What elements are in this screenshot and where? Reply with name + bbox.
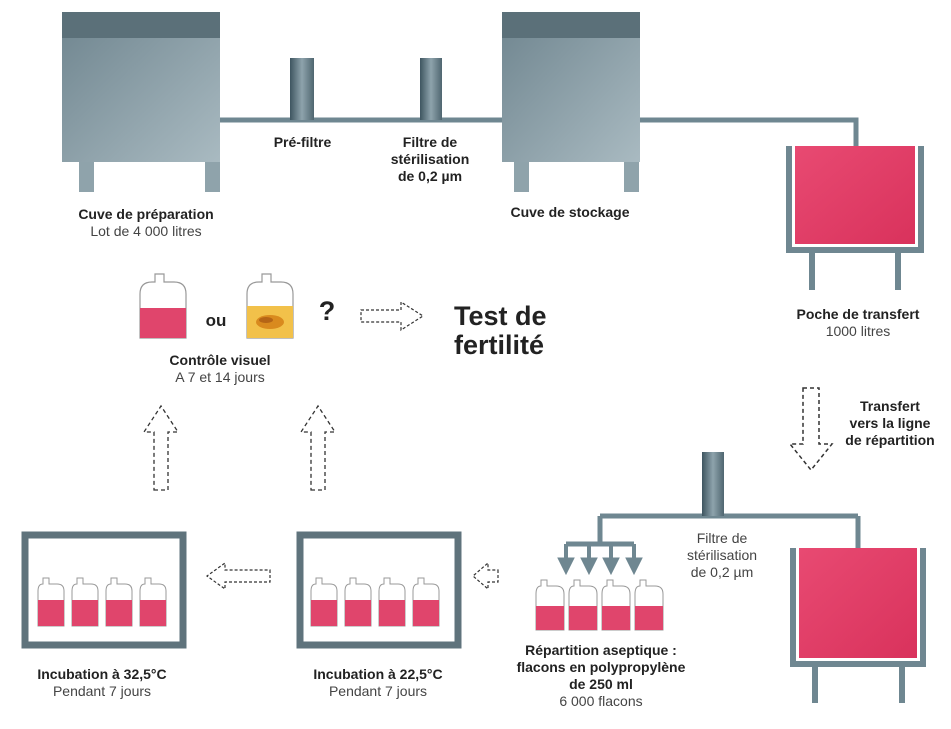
fertility-line-2: fertilité [454, 330, 545, 360]
filter-top-line-2: stérilisation [390, 151, 470, 167]
question-text: ? [318, 296, 336, 326]
sterilisation-filter-bottom-label: Filtre de stérilisation de 0,2 µm [664, 530, 780, 581]
transfer-bag-detail: 1000 litres [825, 323, 891, 339]
fertility-test-title: Test de fertilité [454, 302, 547, 360]
distribution-label: Répartition aseptique : flacons en polyp… [486, 642, 716, 710]
clear-bottle-icon [139, 273, 187, 339]
transfer-bag-name: Poche de transfert [796, 306, 920, 322]
fertility-line-1: Test de [454, 301, 547, 331]
transfer-arrow-icon [788, 387, 834, 472]
distribution-line-1: Répartition aseptique : [525, 642, 677, 658]
storage-tank-name: Cuve de stockage [510, 204, 630, 220]
bottle-icon [412, 577, 440, 627]
bottle-icon [344, 577, 372, 627]
transfer-line-2: vers la ligne [849, 415, 931, 431]
preparation-tank-label: Cuve de préparation Lot de 4 000 litres [46, 206, 246, 240]
bottle-icon [568, 579, 598, 631]
incubation-22-detail: Pendant 7 jours [328, 683, 428, 699]
arrow-left-icon [205, 561, 271, 591]
or-text: ou [205, 311, 227, 330]
transfer-line-3: de répartition [845, 432, 935, 448]
visual-control-name: Contrôle visuel [169, 352, 271, 368]
incubator-32-5 [21, 531, 187, 649]
filter-bottom-line-2: stérilisation [686, 547, 758, 563]
transfer-bag-label: Poche de transfert 1000 litres [768, 306, 948, 340]
distribution-bottles [535, 579, 664, 631]
incubation-32-detail: Pendant 7 jours [52, 683, 152, 699]
incubator-22-5 [296, 531, 462, 649]
arrow-left-icon [472, 561, 499, 591]
top-pipeline [220, 117, 859, 152]
or-label: ou [196, 312, 236, 329]
question-mark: ? [312, 296, 342, 326]
sterilisation-filter-bottom [702, 452, 724, 516]
storage-tank [502, 12, 640, 192]
sterilisation-filter-top [420, 58, 442, 120]
transfer-line-1: Transfert [860, 398, 920, 414]
visual-control-detail: A 7 et 14 jours [175, 369, 265, 385]
incubation-32-name: Incubation à 32,5°C [37, 666, 167, 682]
incubation-32-label: Incubation à 32,5°C Pendant 7 jours [4, 666, 200, 700]
arrow-up-icon [142, 404, 180, 491]
dispensing-nozzles [557, 544, 643, 576]
bottle-icon [601, 579, 631, 631]
contaminated-bottle-icon [246, 273, 294, 339]
distribution-detail: 6 000 flacons [559, 693, 643, 709]
arrow-up-icon [299, 404, 337, 491]
preparation-tank [62, 12, 220, 192]
distribution-pipeline [566, 513, 861, 548]
bottle-icon [634, 579, 664, 631]
bottle-icon [71, 577, 99, 627]
distribution-line-3: de 250 ml [569, 676, 633, 692]
bottle-icon [139, 577, 167, 627]
transfer-bag [786, 146, 924, 290]
bottle-icon [37, 577, 65, 627]
pre-filter [290, 58, 314, 120]
incubation-22-label: Incubation à 22,5°C Pendant 7 jours [280, 666, 476, 700]
bottle-icon [535, 579, 565, 631]
arrow-right-icon [360, 300, 425, 332]
preparation-tank-detail: Lot de 4 000 litres [90, 223, 202, 239]
bottle-icon [105, 577, 133, 627]
distribution-line-2: flacons en polypropylène [516, 659, 686, 675]
bottle-icon [310, 577, 338, 627]
filter-top-line-1: Filtre de [402, 134, 458, 150]
sterilisation-filter-top-label: Filtre de stérilisation de 0,2 µm [375, 134, 485, 185]
filter-top-line-3: de 0,2 µm [397, 168, 463, 184]
distribution-vat [790, 548, 926, 703]
visual-control-label: Contrôle visuel A 7 et 14 jours [130, 352, 310, 386]
pre-filter-label: Pré-filtre [255, 134, 350, 151]
storage-tank-label: Cuve de stockage [485, 204, 655, 221]
bottle-icon [378, 577, 406, 627]
filter-bottom-line-3: de 0,2 µm [690, 564, 754, 580]
transfer-label: Transfert vers la ligne de répartition [830, 398, 950, 449]
filter-bottom-line-1: Filtre de [696, 530, 748, 546]
pre-filter-name: Pré-filtre [273, 134, 332, 150]
incubation-22-name: Incubation à 22,5°C [313, 666, 443, 682]
preparation-tank-name: Cuve de préparation [78, 206, 214, 222]
